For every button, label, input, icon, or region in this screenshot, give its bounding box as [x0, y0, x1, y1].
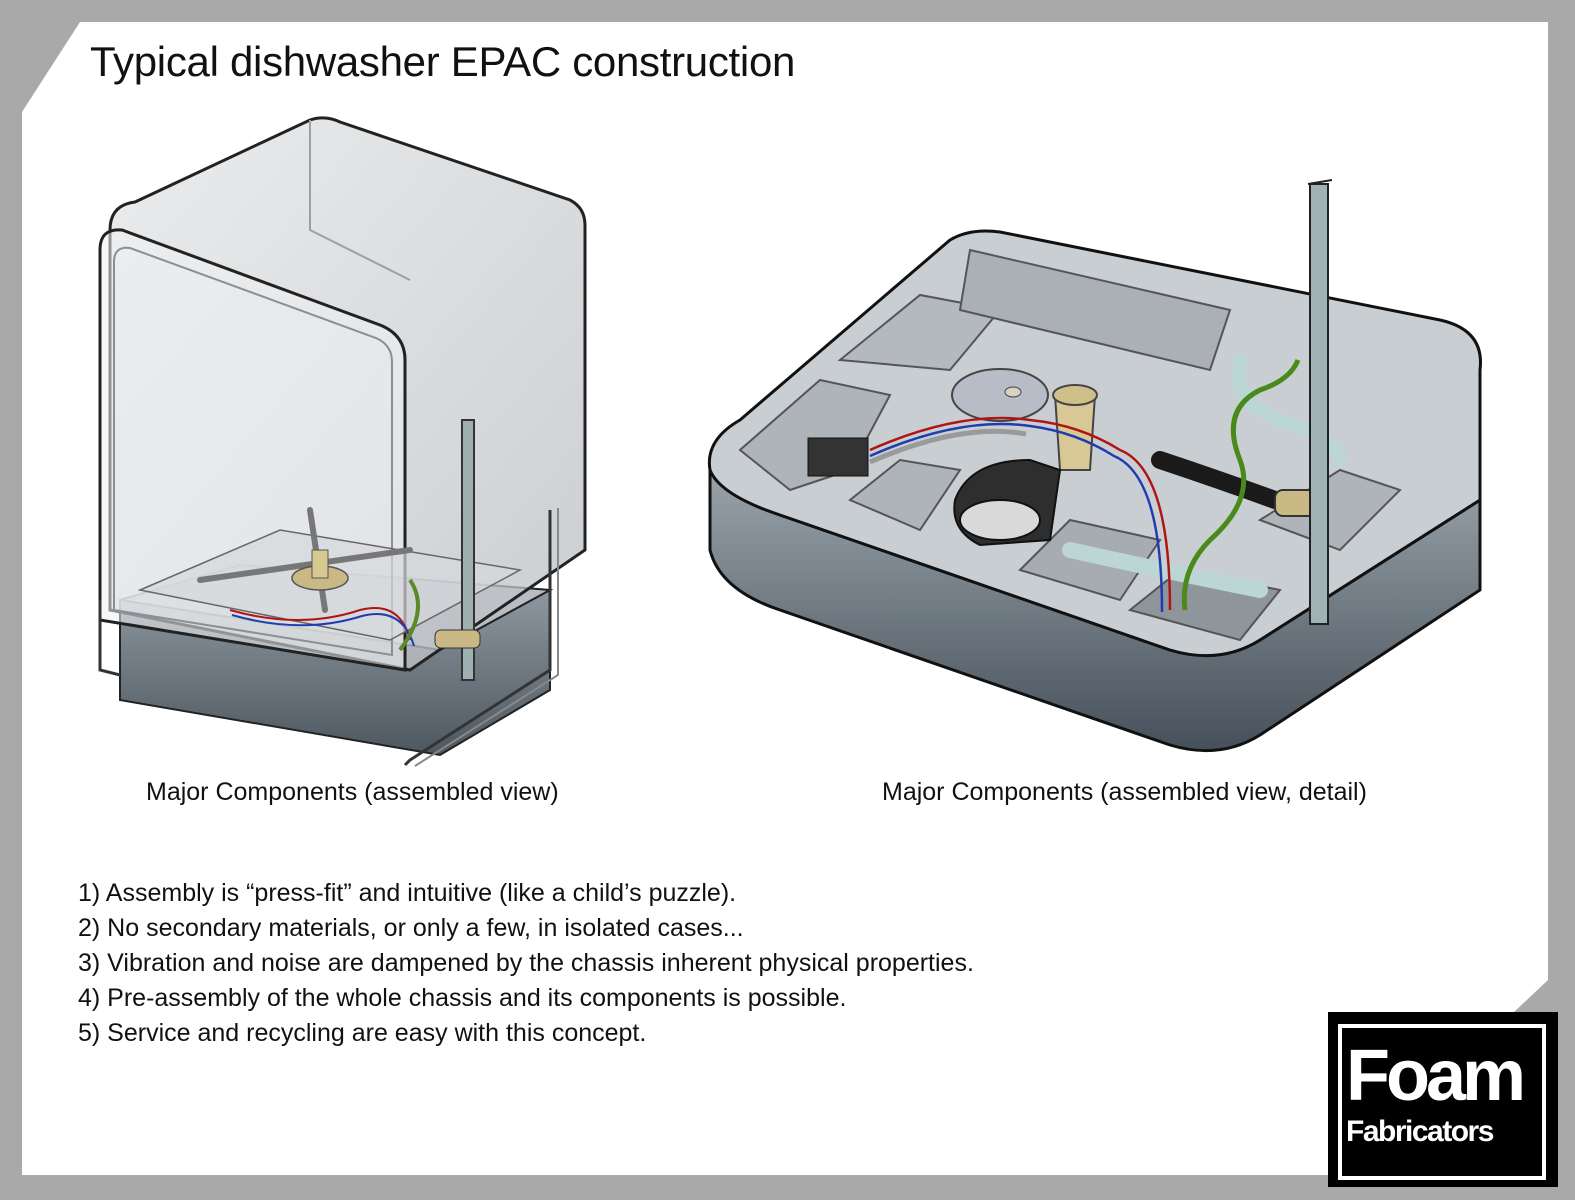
logo-frame [1338, 1024, 1546, 1180]
foam-fabricators-logo: Foam Fabricators [1328, 1012, 1558, 1187]
page-title: Typical dishwasher EPAC construction [90, 38, 796, 85]
benefit-item: 5) Service and recycling are easy with t… [78, 1019, 647, 1047]
benefit-item: 3) Vibration and noise are dampened by t… [78, 949, 974, 977]
caption-assembled-view-detail: Major Components (assembled view, detail… [882, 778, 1367, 806]
benefit-item: 4) Pre-assembly of the whole chassis and… [78, 984, 847, 1012]
benefit-item: 2) No secondary materials, or only a few… [78, 914, 744, 942]
logo-line-2: Fabricators [1346, 1115, 1494, 1148]
caption-assembled-view: Major Components (assembled view) [146, 778, 559, 806]
logo-line-1: Foam [1346, 1036, 1526, 1116]
foam-chassis-detail-illustration [707, 179, 1482, 753]
dishwasher-assembled-illustration [98, 116, 587, 767]
benefit-list: 1) Assembly is “press-fit” and intuitive… [78, 876, 974, 1051]
benefit-item: 1) Assembly is “press-fit” and intuitive… [78, 879, 737, 907]
